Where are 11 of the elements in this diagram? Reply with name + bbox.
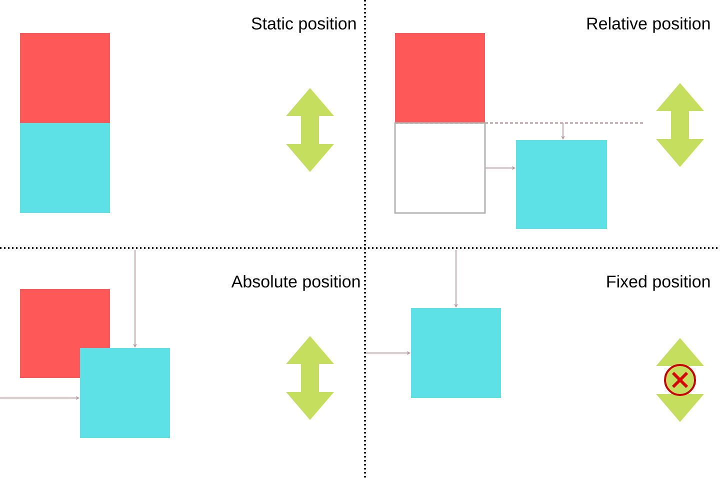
square-box	[516, 140, 607, 229]
square-box	[395, 33, 485, 123]
heading: Fixed position	[607, 275, 710, 291]
heading: Relative position	[587, 17, 710, 33]
square-box	[80, 348, 170, 438]
outline-box	[394, 122, 486, 214]
square-box	[20, 123, 110, 213]
square-box	[20, 33, 110, 123]
heading: Absolute position	[231, 275, 360, 291]
heading: Static position	[252, 17, 356, 33]
square-box	[411, 308, 501, 398]
